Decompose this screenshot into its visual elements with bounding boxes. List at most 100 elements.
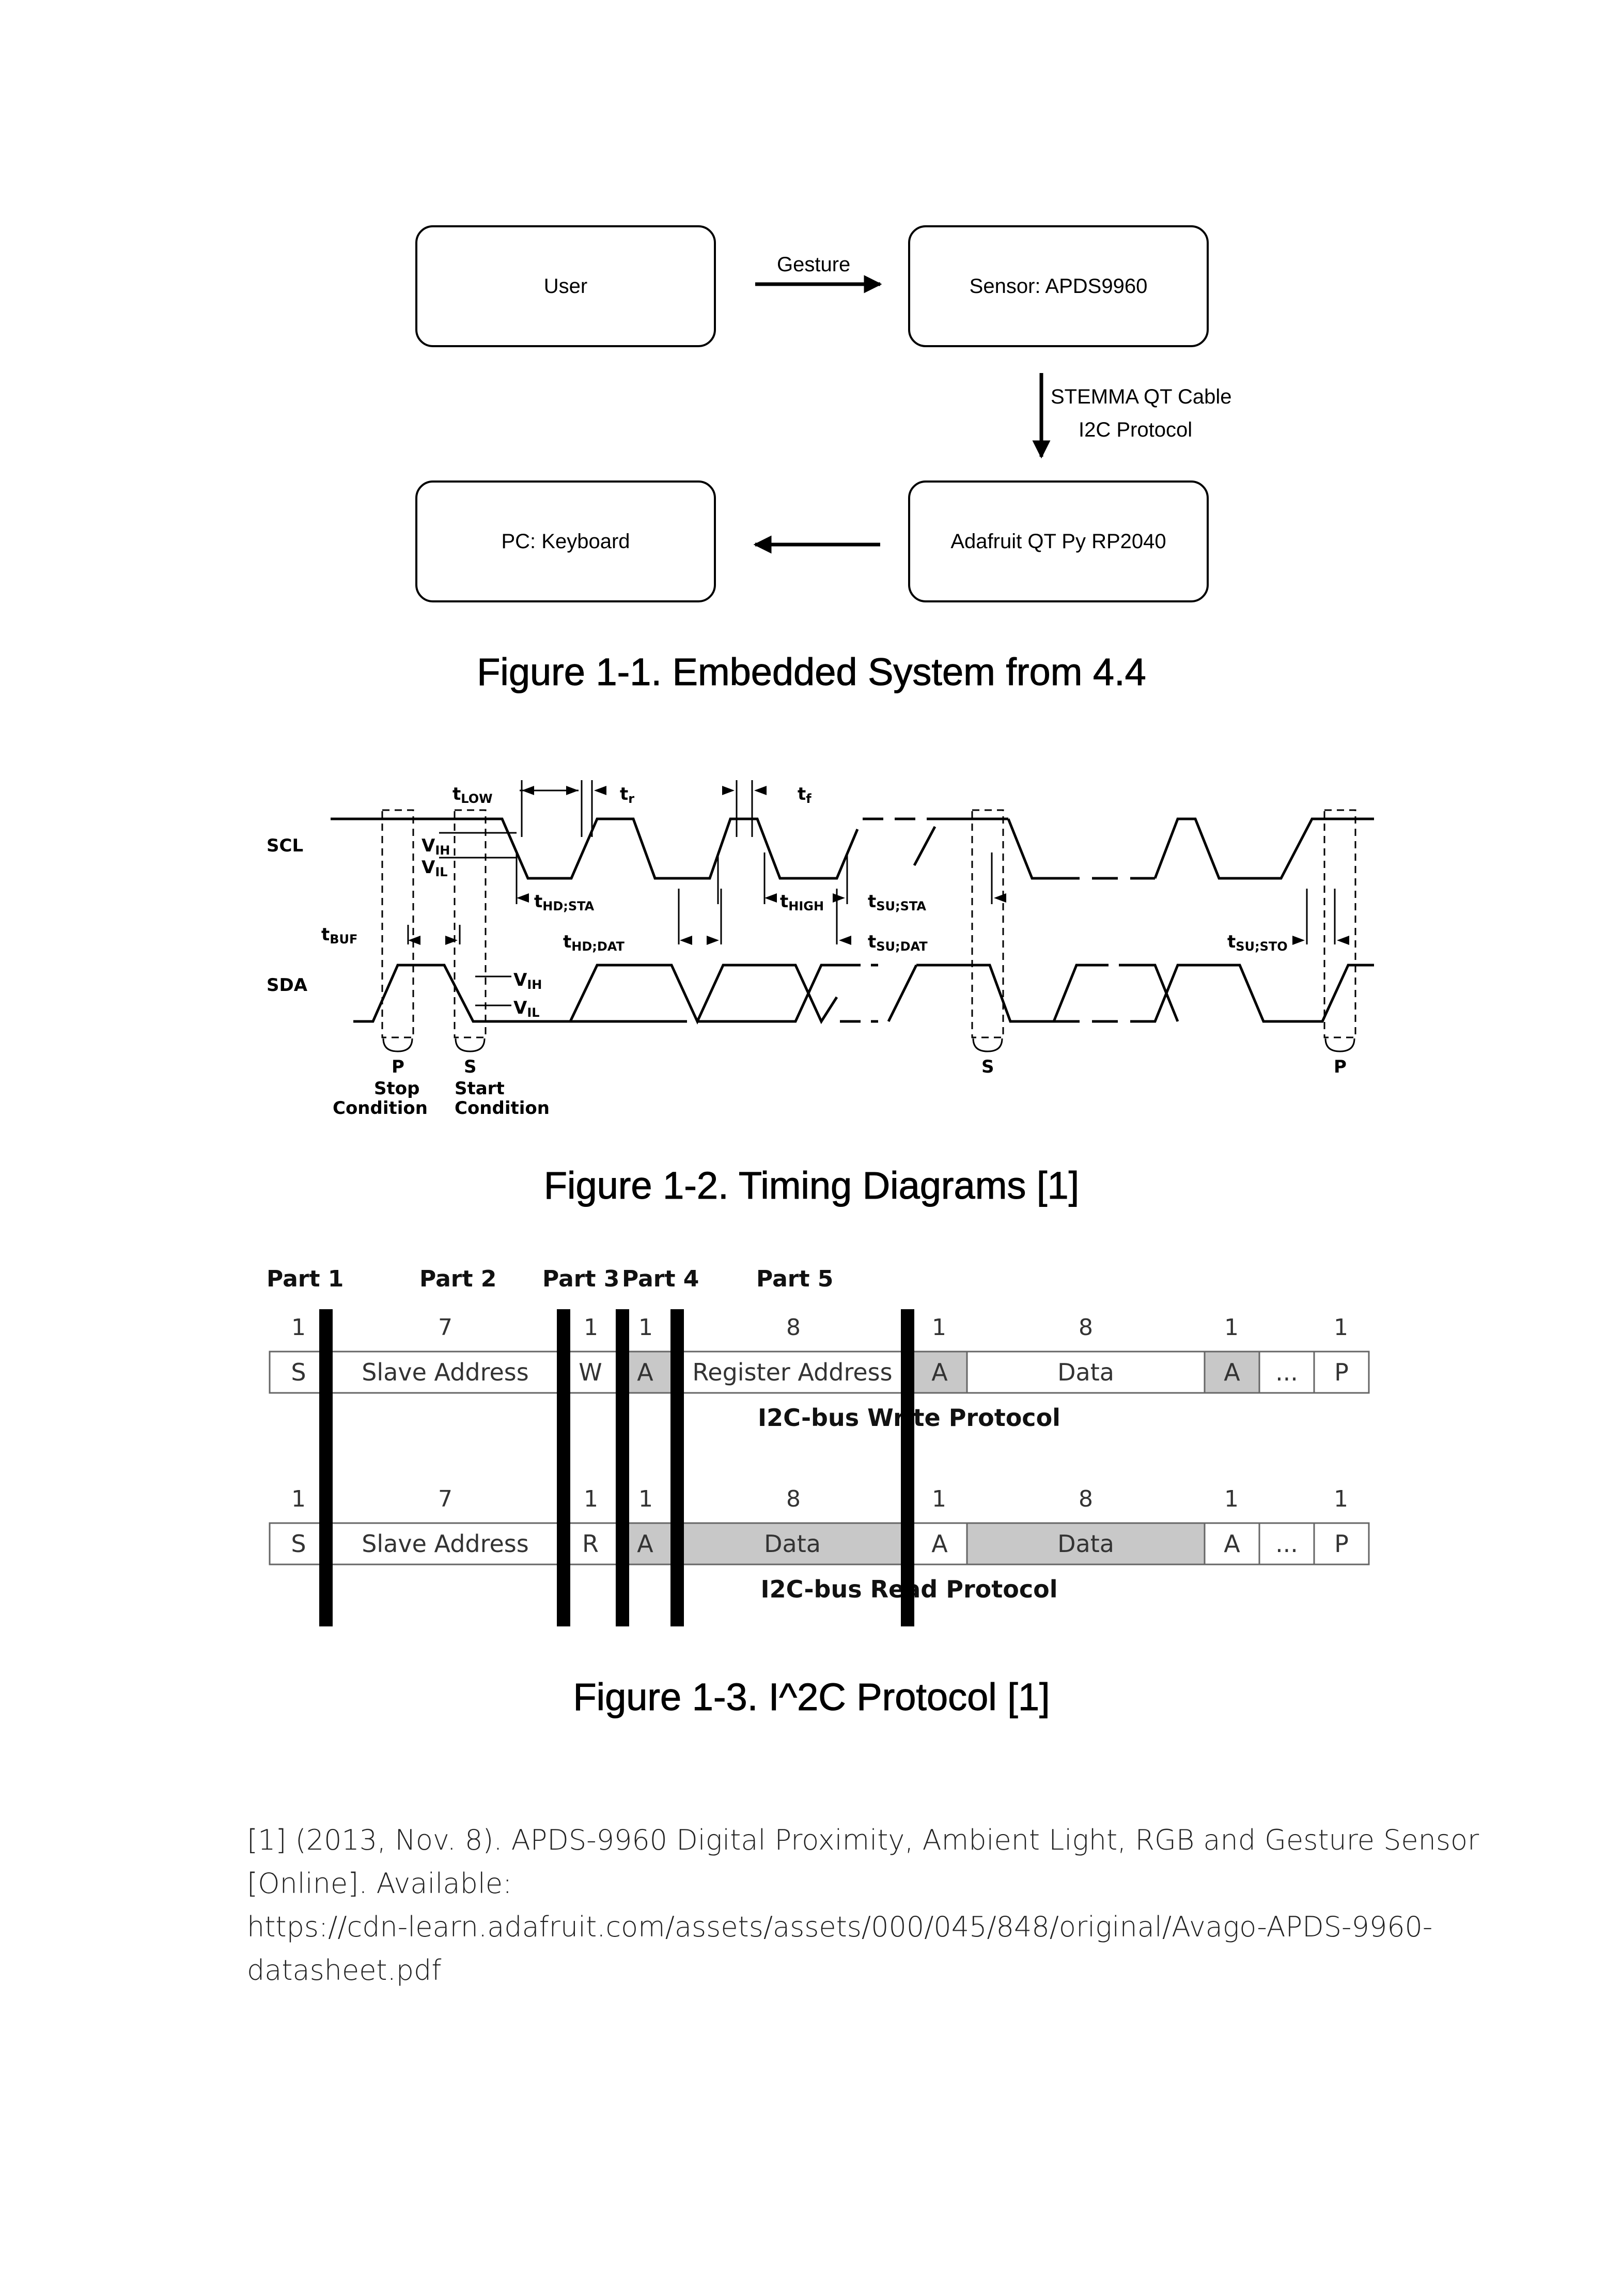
- write-count: 1: [584, 1314, 598, 1341]
- read-cell-r: R: [582, 1530, 599, 1558]
- reference-line-1: [1] (2013, Nov. 8). APDS-9960 Digital Pr…: [247, 1824, 1479, 1856]
- figure-1-3-caption: Figure 1-3. I^2C Protocol [1]: [573, 1676, 1050, 1719]
- t-r-label: r: [628, 792, 634, 806]
- read-count: 1: [291, 1486, 306, 1512]
- read-cell-ack: A: [1224, 1530, 1240, 1558]
- write-cell-register-address: Register Address: [692, 1358, 892, 1386]
- v-il-scl: IL: [435, 865, 447, 879]
- scl-waveform: [353, 817, 859, 880]
- stop-label: Stop: [374, 1078, 419, 1099]
- user-box: User: [415, 225, 716, 347]
- t-buf-label: BUF: [330, 932, 357, 947]
- read-cell-ellipsis: ...: [1275, 1530, 1298, 1558]
- svg-text:tr: tr: [620, 784, 634, 806]
- read-count: 1: [1334, 1486, 1348, 1512]
- write-count: 8: [1079, 1314, 1093, 1341]
- read-count: 7: [438, 1486, 452, 1512]
- reference-line-2: [Online]. Available:: [247, 1867, 512, 1900]
- part-1-label: Part 1: [267, 1266, 344, 1292]
- figure-1-2-caption: Figure 1-2. Timing Diagrams [1]: [543, 1164, 1080, 1207]
- t-su-sta-label: SU;STA: [876, 899, 926, 913]
- reference-url-end[interactable]: datasheet.pdf: [247, 1954, 442, 1987]
- t-su-dat-label: SU;DAT: [876, 939, 928, 954]
- figure-1-1-caption: Figure 1-1. Embedded System from 4.4: [477, 650, 1147, 694]
- user-label: User: [543, 274, 588, 298]
- write-cell-p: P: [1334, 1358, 1349, 1386]
- scl-label: SCL: [267, 835, 303, 856]
- read-cell-ack: A: [637, 1530, 653, 1558]
- read-count: 8: [786, 1486, 801, 1512]
- part-divider-bar: [901, 1309, 914, 1626]
- part-4-label: Part 4: [622, 1266, 699, 1292]
- part-divider-bar: [557, 1309, 570, 1626]
- t-f-label: f: [806, 792, 812, 806]
- pc-box: PC: Keyboard: [415, 480, 716, 602]
- start-condition-box: [454, 809, 487, 1038]
- start-label: Start: [455, 1078, 505, 1099]
- part-divider-bar: [319, 1309, 333, 1626]
- part-2-label: Part 2: [419, 1266, 496, 1292]
- t-hd-dat-label: HD;DAT: [571, 939, 625, 954]
- gesture-label: Gesture: [777, 253, 851, 276]
- start-s-label: S: [464, 1057, 477, 1077]
- read-count: 1: [638, 1486, 653, 1512]
- read-cell-ack: A: [931, 1530, 948, 1558]
- cable-label: STEMMA QT Cable: [1051, 385, 1232, 408]
- write-count: 1: [1224, 1314, 1239, 1341]
- repeated-start-s-label: S: [981, 1057, 994, 1077]
- read-count: 8: [1079, 1486, 1093, 1512]
- write-cell-s: S: [291, 1358, 306, 1386]
- t-hd-sta-label: HD;STA: [542, 899, 594, 913]
- mcu-box: Adafruit QT Py RP2040: [908, 480, 1209, 602]
- figure-1-1-arrows: [753, 275, 1051, 554]
- write-count: 7: [438, 1314, 452, 1341]
- write-cell-ack: A: [1224, 1358, 1240, 1386]
- final-stop-p-label: P: [1334, 1057, 1347, 1077]
- sda-label: SDA: [267, 975, 308, 996]
- read-cell-s: S: [291, 1530, 306, 1558]
- reference-block: [1] (2013, Nov. 8). APDS-9960 Digital Pr…: [247, 1819, 1479, 1992]
- stop-condition-box: [381, 809, 414, 1038]
- write-cell-slave-address: Slave Address: [362, 1358, 529, 1386]
- write-cell-ack: A: [637, 1358, 653, 1386]
- read-cell-data: Data: [1057, 1530, 1114, 1558]
- read-cell-data: Data: [764, 1530, 821, 1558]
- part-3-label: Part 3: [542, 1266, 619, 1292]
- write-cell-ack: A: [931, 1358, 948, 1386]
- repeated-start-box: [971, 809, 1004, 1038]
- read-cell-slave-address: Slave Address: [362, 1530, 529, 1558]
- part-5-label: Part 5: [756, 1266, 833, 1292]
- v-ih-scl: IH: [435, 843, 450, 858]
- read-count: 1: [1224, 1486, 1239, 1512]
- sensor-box: Sensor: APDS9960: [908, 225, 1209, 347]
- part-divider-bar: [670, 1309, 684, 1626]
- reference-url[interactable]: https://cdn-learn.adafruit.com/assets/as…: [247, 1911, 1433, 1943]
- final-stop-box: [1323, 809, 1356, 1038]
- write-count: 1: [638, 1314, 653, 1341]
- i2c-protocol-diagram: Part 1 Part 2 Part 3 Part 4 Part 5 1 7 1…: [267, 1266, 1370, 1626]
- t-high-label: HIGH: [788, 899, 824, 913]
- timing-diagram: SCL SDA tLOW tr tf VIH VIL tHD;STA tHIGH…: [267, 780, 1374, 1119]
- write-count: 1: [1334, 1314, 1348, 1341]
- read-cell-p: P: [1334, 1530, 1349, 1558]
- write-cell-ellipsis: ...: [1275, 1358, 1298, 1386]
- stop-condition-label: Condition: [333, 1098, 428, 1119]
- write-count: 1: [291, 1314, 306, 1341]
- write-count: 8: [786, 1314, 801, 1341]
- read-count: 1: [584, 1486, 598, 1512]
- svg-text:VIL: VIL: [513, 998, 540, 1020]
- protocol-label: I2C Protocol: [1079, 418, 1193, 441]
- write-count: 1: [932, 1314, 946, 1341]
- start-condition-label: Condition: [455, 1098, 550, 1119]
- read-count: 1: [932, 1486, 946, 1512]
- v-il-sda: IL: [527, 1005, 539, 1020]
- t-low-label: LOW: [461, 792, 492, 806]
- sda-waveform: [353, 964, 570, 1023]
- write-cell-w: W: [579, 1358, 602, 1386]
- part-divider-bar: [616, 1309, 629, 1626]
- t-su-sto-label: SU;STO: [1236, 939, 1287, 954]
- mcu-label: Adafruit QT Py RP2040: [950, 530, 1166, 553]
- pc-label: PC: Keyboard: [501, 530, 630, 553]
- stop-p-label: P: [392, 1057, 404, 1077]
- v-ih-sda: IH: [527, 978, 542, 992]
